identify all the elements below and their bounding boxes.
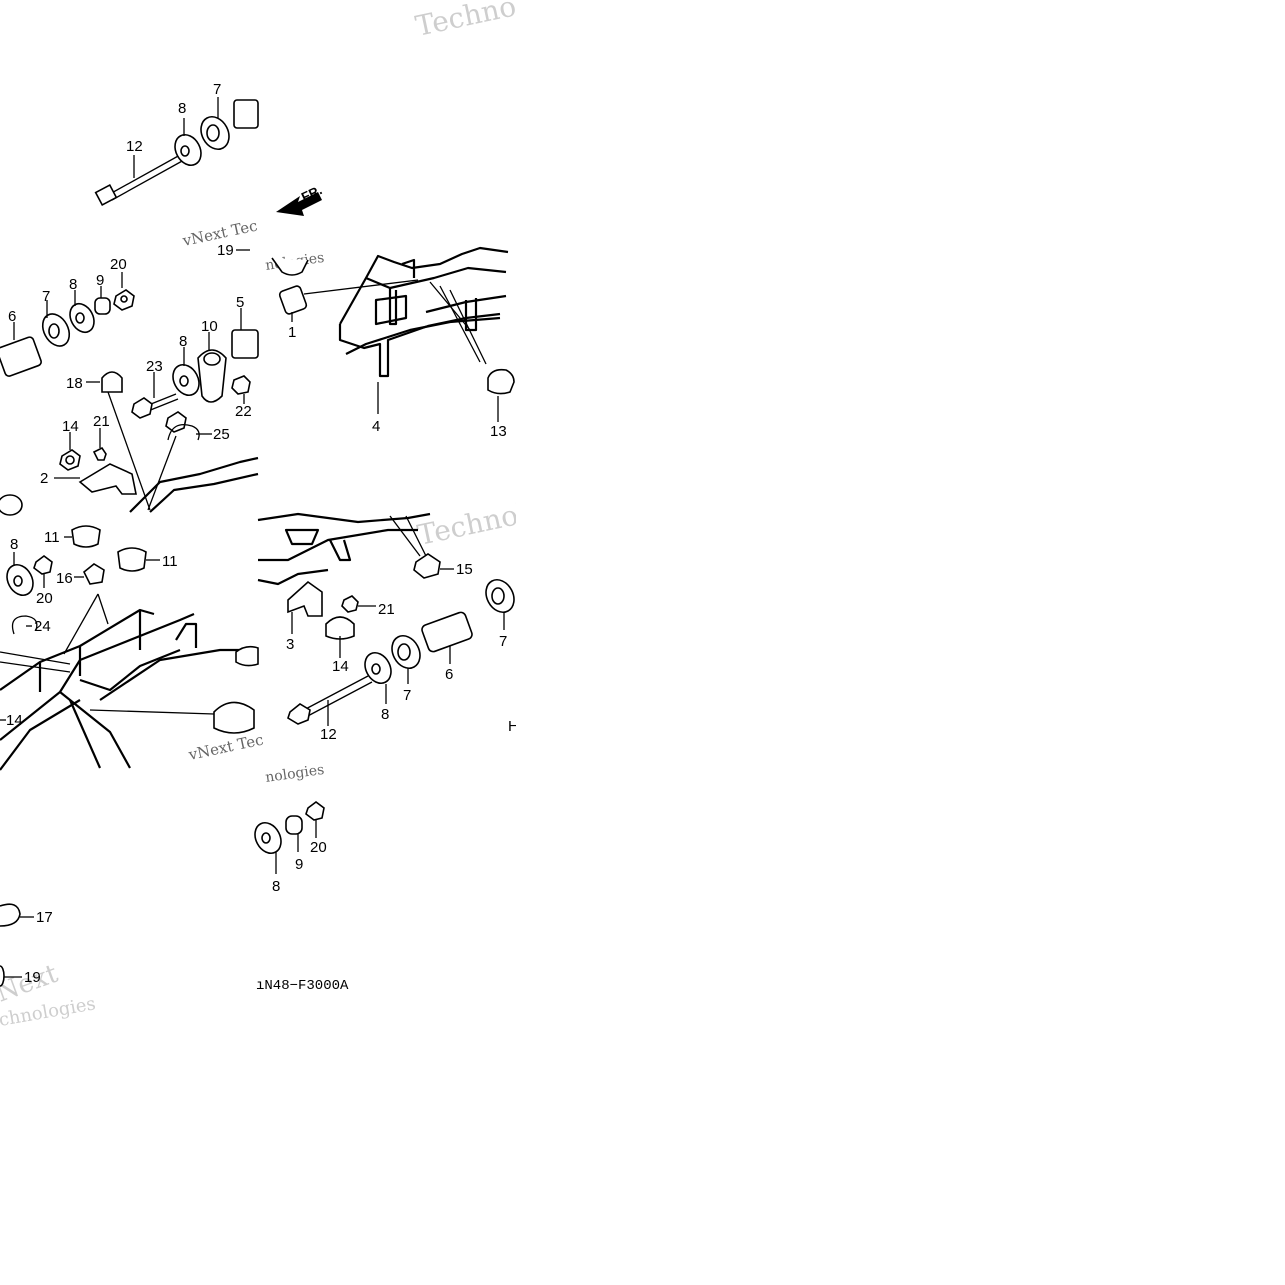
part-label: 8 [179,333,187,350]
part-label: 3 [286,636,294,653]
bottom-left-clamps [0,903,34,987]
part-label: 1 [288,324,296,341]
part-label: 8 [381,706,389,723]
part-label: 18 [66,375,83,392]
part-label: H [508,718,519,735]
part-label: 8 [10,536,18,553]
bottom-spacer-set [254,801,325,874]
part-label: 20 [36,590,53,607]
part-label: 21 [93,413,110,430]
part-label: 2 [40,470,48,487]
part-label: 24 [34,618,51,635]
part-label: 6 [445,666,453,683]
part-label: 7 [403,687,411,704]
part-label: 19 [217,242,234,259]
watermark-text: vNext Tec [186,731,265,765]
lower-left-frame [0,525,259,771]
part-label: 23 [146,358,163,375]
part-label: 14 [62,418,79,435]
part-label: 10 [201,318,218,335]
diagram-code: ıN48−F3000A [256,978,349,994]
part-label: 7 [42,288,50,305]
part-label: 22 [235,403,252,420]
clamp-19-top [236,249,309,276]
part-label: 20 [110,256,127,273]
part-label: 4 [372,418,380,435]
part-label: 15 [456,561,473,578]
part-label: 9 [295,856,303,873]
part-labels: 7 8 12 19 20 7 8 9 6 5 10 8 23 18 22 25 … [6,81,519,986]
upper-left-panel [0,272,259,516]
front-direction-arrow: FR. [276,182,324,216]
part-label: 11 [162,553,178,570]
part-label: 12 [126,138,143,155]
part-label: 12 [320,726,337,743]
panel-crop-masks [516,0,1285,1285]
part-label: 8 [69,276,77,293]
part-label: 11 [44,529,60,546]
part-label: 14 [6,712,23,729]
part-label: 19 [24,969,41,986]
part-label: 7 [499,633,507,650]
watermark-text: nologies [264,762,325,786]
part-label: 8 [178,100,186,117]
top-bolt-assembly [94,97,259,207]
part-label: 17 [36,909,53,926]
part-label: 9 [96,272,104,289]
part-label: 25 [213,426,230,443]
part-label: 5 [236,294,244,311]
part-label: 7 [213,81,221,98]
part-label: 16 [56,570,73,587]
part-label: 6 [8,308,16,325]
lower-right-assembly [257,512,515,726]
part-label: 21 [378,601,395,618]
part-label: 8 [272,878,280,895]
part-label: 14 [332,658,349,675]
upper-right-frame [278,246,515,422]
part-label: 13 [490,423,507,440]
part-label: 20 [310,839,327,856]
